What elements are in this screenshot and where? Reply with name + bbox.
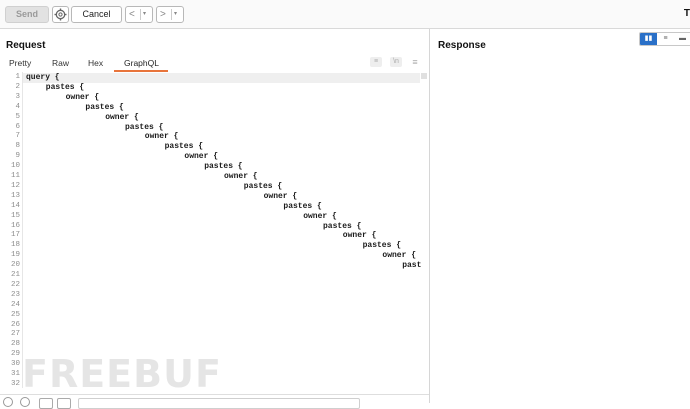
target-label[interactable]: T bbox=[683, 8, 690, 19]
line-number: 13 bbox=[10, 191, 20, 200]
line-number: 18 bbox=[10, 241, 20, 250]
line-number: 11 bbox=[10, 172, 20, 180]
format-icon[interactable]: ≡ bbox=[370, 57, 382, 67]
settings-button[interactable] bbox=[52, 6, 69, 23]
tab-raw[interactable]: Raw bbox=[52, 58, 70, 68]
menu-icon[interactable]: ≡ bbox=[412, 57, 418, 67]
tab-hex[interactable]: Hex bbox=[88, 58, 104, 68]
line-number: 3 bbox=[15, 92, 20, 101]
code-line: owner { bbox=[184, 152, 218, 162]
line-number: 8 bbox=[15, 142, 20, 151]
line-number: 15 bbox=[10, 211, 20, 220]
line-number: 29 bbox=[10, 350, 20, 359]
line-number: 27 bbox=[10, 330, 20, 339]
code-line: pastes { bbox=[323, 221, 362, 231]
code-line: owner { bbox=[65, 92, 100, 102]
code-line: owner { bbox=[382, 251, 416, 261]
line-number: 20 bbox=[10, 261, 20, 270]
code-line: pastes { bbox=[204, 162, 243, 172]
code-line: owner { bbox=[144, 132, 179, 142]
line-number: 28 bbox=[10, 340, 20, 349]
code-line: pastes { bbox=[45, 82, 85, 92]
request-title: Request bbox=[6, 40, 46, 51]
split-columns-icon[interactable]: ▮▮ bbox=[640, 33, 657, 45]
line-number: 30 bbox=[10, 360, 20, 369]
pane-divider[interactable] bbox=[429, 29, 430, 403]
line-number: 9 bbox=[15, 152, 20, 161]
code-line: pastes { bbox=[125, 122, 164, 132]
chevron-left-icon: < bbox=[129, 9, 135, 20]
line-number: 26 bbox=[10, 320, 20, 329]
tab-graphql[interactable]: GraphQL bbox=[124, 58, 159, 68]
tab-pretty[interactable]: Pretty bbox=[9, 58, 32, 68]
code-line: pastes { bbox=[243, 181, 283, 191]
layout-toggle: ▮▮ ≡ ▬ bbox=[639, 32, 690, 46]
line-number: 17 bbox=[10, 231, 20, 240]
code-line: pastes { bbox=[362, 241, 401, 251]
code-line: pastes { bbox=[85, 102, 124, 112]
line-number: 32 bbox=[10, 379, 20, 388]
line-number: 4 bbox=[15, 102, 20, 111]
code-line: pastes { bbox=[164, 142, 203, 152]
split-rows-icon[interactable]: ≡ bbox=[663, 35, 668, 42]
line-number: 21 bbox=[10, 271, 20, 279]
line-number: 24 bbox=[10, 300, 20, 309]
cancel-button[interactable]: Cancel bbox=[71, 6, 122, 23]
line-number: 19 bbox=[10, 251, 20, 260]
current-line-highlight bbox=[23, 73, 420, 83]
back-button[interactable]: < ▾ bbox=[125, 6, 153, 23]
single-view-icon[interactable]: ▬ bbox=[679, 35, 686, 42]
settings-icon[interactable] bbox=[20, 397, 30, 407]
search-input[interactable] bbox=[78, 398, 360, 409]
help-icon[interactable] bbox=[3, 397, 13, 407]
request-tabs: Pretty Raw Hex GraphQL ≡ \n ≡ bbox=[0, 56, 429, 72]
divider bbox=[140, 9, 141, 20]
line-number: 25 bbox=[10, 310, 20, 319]
code-line: past bbox=[402, 261, 422, 271]
line-number: 1 bbox=[15, 73, 20, 81]
watermark-logo: FREEBUF bbox=[22, 352, 222, 396]
forward-button[interactable]: > ▾ bbox=[156, 6, 184, 23]
chevron-down-icon[interactable]: ▾ bbox=[174, 11, 178, 17]
previous-match-icon[interactable] bbox=[39, 398, 53, 409]
line-number: 2 bbox=[15, 82, 20, 91]
send-button[interactable]: Send bbox=[5, 6, 49, 23]
code-line: owner { bbox=[105, 112, 139, 122]
newline-icon[interactable]: \n bbox=[390, 57, 402, 67]
line-number: 31 bbox=[10, 370, 20, 378]
code-line: pastes { bbox=[283, 201, 322, 211]
chevron-right-icon: > bbox=[160, 9, 166, 20]
divider bbox=[171, 9, 172, 20]
line-number: 5 bbox=[15, 112, 20, 121]
code-line: owner { bbox=[342, 231, 377, 241]
toolbar: Send Cancel < ▾ > ▾ T bbox=[0, 0, 690, 29]
line-number: 12 bbox=[10, 181, 20, 190]
line-number: 16 bbox=[10, 221, 20, 230]
line-number: 10 bbox=[10, 162, 20, 171]
active-tab-indicator bbox=[114, 70, 168, 72]
line-number: 7 bbox=[15, 132, 20, 141]
line-number: 6 bbox=[15, 122, 20, 131]
line-number: 22 bbox=[10, 280, 20, 289]
next-match-icon[interactable] bbox=[57, 398, 71, 409]
response-title: Response bbox=[438, 40, 486, 51]
code-line: owner { bbox=[224, 172, 258, 181]
line-number: 14 bbox=[10, 201, 20, 210]
chevron-down-icon[interactable]: ▾ bbox=[143, 11, 147, 17]
gear-icon bbox=[54, 8, 67, 21]
line-number: 23 bbox=[10, 290, 20, 299]
code-line: owner { bbox=[263, 191, 298, 201]
code-line: query { bbox=[26, 73, 60, 82]
editor-scrollbar[interactable] bbox=[421, 73, 427, 79]
code-line: owner { bbox=[303, 211, 337, 221]
